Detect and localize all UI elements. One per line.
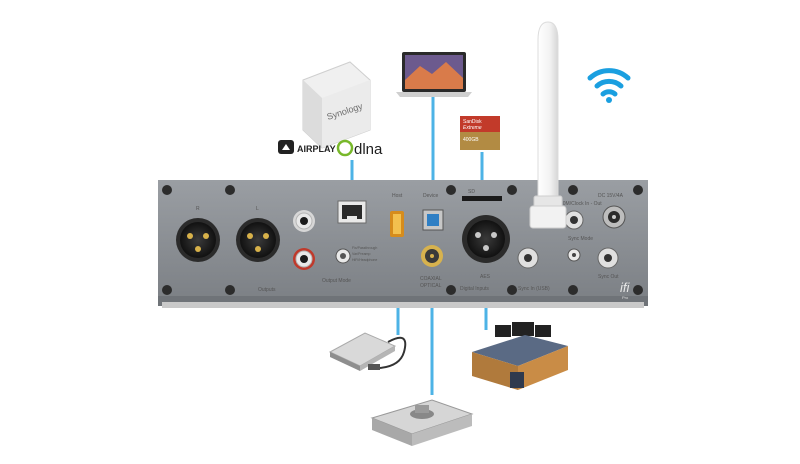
usb-host-port[interactable] [390,211,404,237]
usb-device-port[interactable] [422,209,444,231]
ethernet-port[interactable] [337,200,367,224]
brand-logo: ifi [620,280,631,295]
output-mode-switch[interactable] [335,248,351,264]
brand-sub: Pro [622,295,629,300]
nas-device: Synology [302,61,371,149]
sd-line: Extreme [463,125,482,131]
panel-screws [162,185,643,295]
coaxial-label: COAXIAL [420,276,442,282]
usb-device-label: Device [423,193,439,199]
label-l: L [256,206,259,212]
optical-label: OPTICAL [420,283,442,289]
sync-out-bnc-port[interactable] [597,247,619,269]
aes-label: AES [480,274,491,280]
outputs-label: Outputs [258,287,276,293]
xlr-output-left[interactable] [236,218,280,262]
sync-in-label: Sync In (USB) [518,286,550,292]
dlna-icon [336,139,354,157]
label-r: R [196,206,200,212]
laptop-device [396,52,472,97]
rca-output-left[interactable] [293,210,315,232]
wifi-icon [587,68,631,103]
sync-out-label: Sync Out [598,274,619,280]
coaxial-port[interactable] [421,245,443,267]
sd-card: SanDisk Extreme 400GB [460,116,500,150]
output-mode-opt-1: Fix/Passthrough [352,246,377,250]
sync-in-bnc-port[interactable] [517,247,539,269]
external-hdd [328,332,407,371]
airplay-icon [278,140,294,154]
clock-bnc-port[interactable] [564,210,584,230]
output-mode-opt-2: Var/Preamp [352,252,370,256]
studio-console [472,322,568,390]
usb-host-label: Host [392,193,403,199]
output-mode-label: Output Mode [322,278,351,284]
device-back-panel: R L Fix/Passthrough Var/Preamp HiFi/Head… [158,180,648,308]
dlna-label: dlna [354,141,383,158]
sync-mode-switch[interactable] [567,248,581,262]
sd-brand: SanDisk [463,119,482,125]
xlr-output-right[interactable] [176,218,220,262]
sync-mode-label: Sync Mode [568,236,593,242]
dc-label: DC 15V/4A [598,193,624,199]
cd-transport [370,399,474,446]
aes-input[interactable] [462,215,510,263]
clock-label: 10M/Clock In - Out [560,201,602,207]
sd-capacity: 400GB [463,137,479,143]
wifi-antenna [529,21,567,229]
streaming-logos: AIRPLAY dlna [278,139,383,158]
digital-inputs-label: Digital Inputs [460,286,489,292]
sd-card-slot[interactable] [462,196,502,201]
airplay-label: AIRPLAY [297,144,336,154]
dc-power-port[interactable] [602,205,626,229]
rca-output-right[interactable] [293,248,315,270]
output-mode-opt-3: HiFi/Headphone [352,258,377,262]
sd-label: SD [468,189,475,195]
